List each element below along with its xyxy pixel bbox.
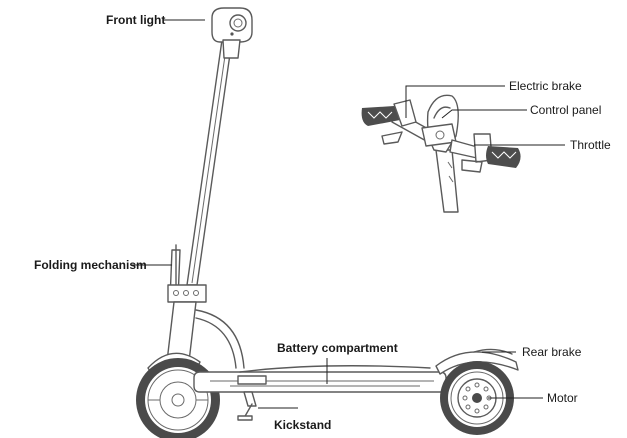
rear-wheel bbox=[440, 361, 514, 435]
labels: Front light Folding mechanism Battery co… bbox=[34, 13, 611, 432]
front-fork bbox=[147, 301, 245, 375]
label-rear-brake: Rear brake bbox=[522, 345, 582, 359]
deck bbox=[193, 365, 447, 393]
folding-mechanism bbox=[167, 244, 207, 303]
scooter-illustration bbox=[136, 7, 519, 438]
kickstand bbox=[237, 391, 257, 421]
label-motor: Motor bbox=[547, 391, 578, 405]
label-kickstand: Kickstand bbox=[274, 418, 331, 432]
leader-lines bbox=[131, 19, 565, 409]
front-light-head bbox=[211, 7, 253, 59]
steering-column bbox=[186, 39, 233, 286]
label-folding-mechanism: Folding mechanism bbox=[34, 258, 147, 272]
label-battery-compartment: Battery compartment bbox=[277, 341, 398, 355]
label-throttle: Throttle bbox=[570, 138, 611, 152]
label-control-panel: Control panel bbox=[530, 103, 601, 117]
rear-fender bbox=[435, 348, 519, 375]
left-grip bbox=[361, 99, 431, 145]
handlebar-detail bbox=[361, 94, 521, 213]
label-electric-brake: Electric brake bbox=[509, 79, 582, 93]
label-front-light: Front light bbox=[106, 13, 165, 27]
right-grip bbox=[449, 133, 521, 173]
